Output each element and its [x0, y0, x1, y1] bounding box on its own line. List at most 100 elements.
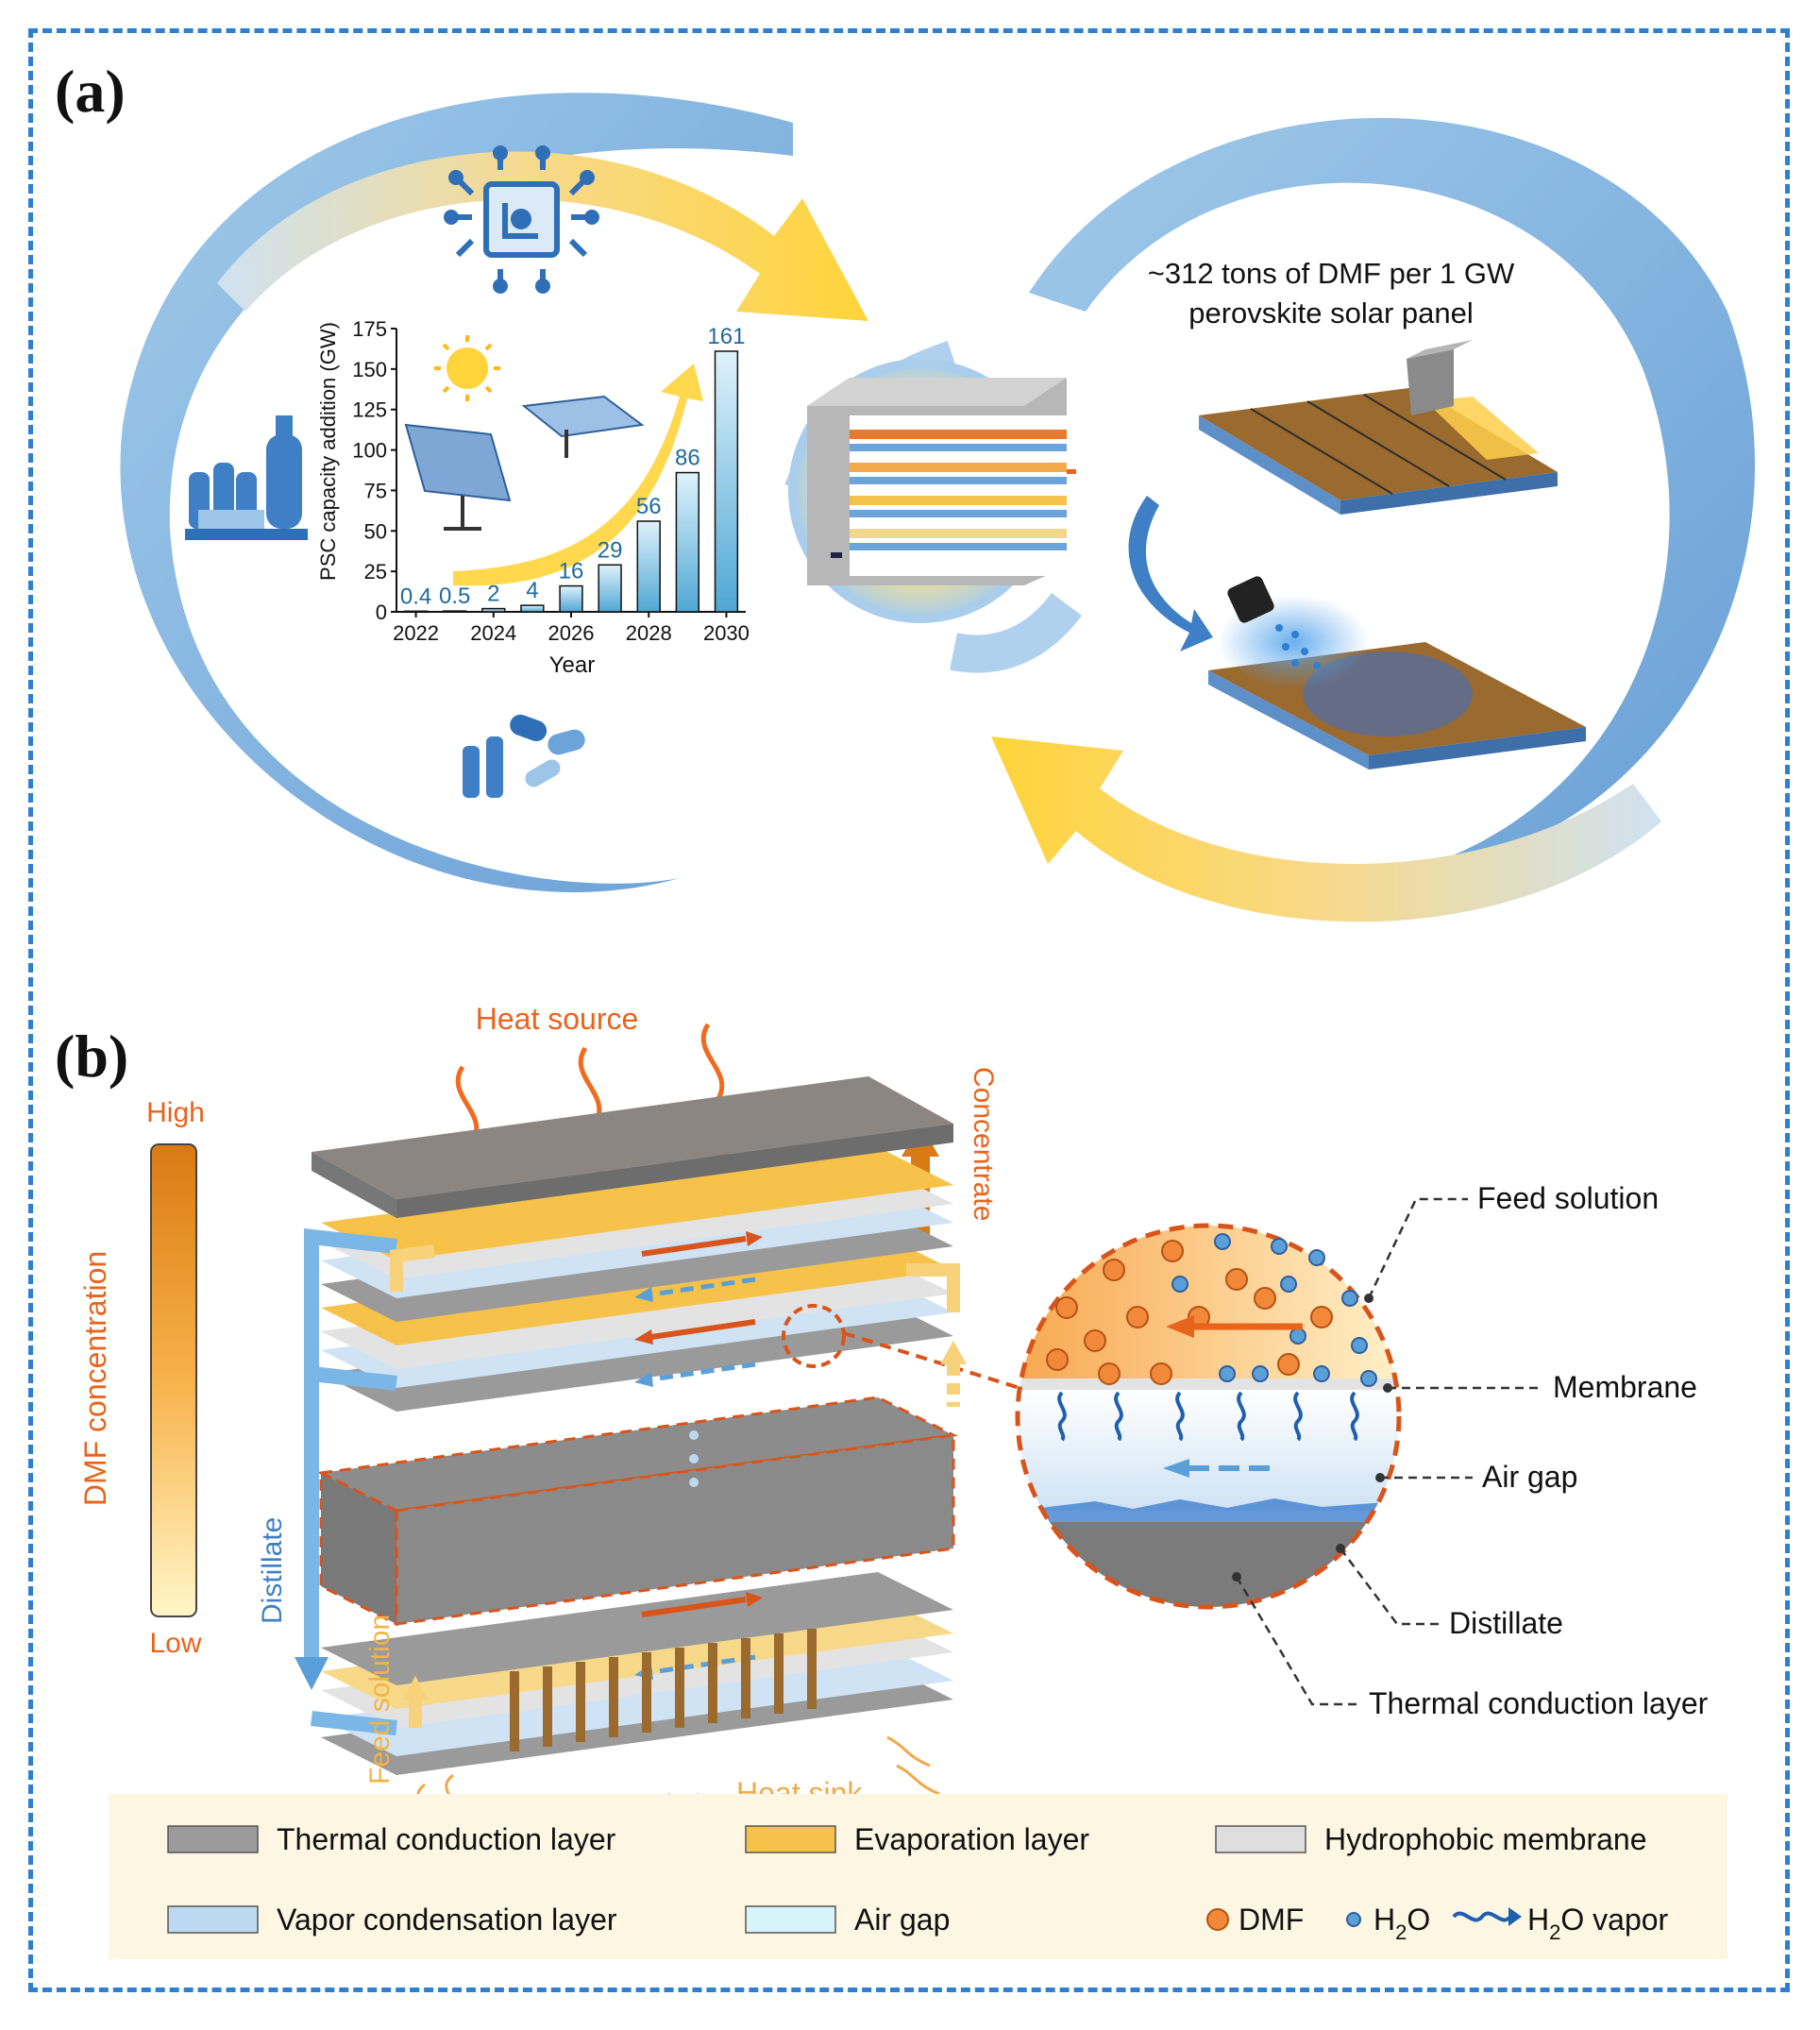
callout-feed-solution: Feed solution — [1477, 1181, 1659, 1215]
perovskite-panel-bottom — [1208, 595, 1586, 770]
chip-icon — [444, 145, 599, 294]
chart-value-label: 29 — [598, 537, 623, 563]
callout-thermal-layer: Thermal conduction layer — [1369, 1686, 1709, 1720]
legend-label: Vapor condensation layer — [277, 1903, 617, 1937]
chemical-plant-icon — [185, 415, 308, 540]
feed-pipe — [390, 1244, 960, 1728]
feed-arrowhead — [402, 1676, 429, 1700]
legend-dmf-label: DMF — [1239, 1903, 1304, 1937]
chart-value-label: 2 — [487, 582, 499, 607]
process-curved-arrow — [1128, 496, 1213, 651]
legend-h2o-label: H2O — [1373, 1903, 1430, 1944]
callout-air-gap: Air gap — [1482, 1460, 1577, 1494]
zoom-callouts — [1235, 1197, 1543, 1706]
chart-bar — [598, 564, 622, 613]
distillation-device-icon — [788, 359, 1076, 623]
legend-vapor-sub: 2 — [1549, 1920, 1560, 1944]
feed-flow-label: Feed solution — [364, 1615, 396, 1785]
legend-swatch — [1215, 1825, 1306, 1853]
legend-h2o-marker — [1346, 1912, 1361, 1927]
chart-ytick-label: 100 — [352, 439, 387, 463]
legend-vapor-marker — [1452, 1911, 1512, 1922]
legend-h2o-main: H — [1373, 1903, 1395, 1937]
callout-membrane: Membrane — [1553, 1370, 1697, 1404]
panel-a-label: (a) — [55, 58, 126, 125]
figure-frame — [28, 28, 1790, 1992]
legend-vapor-label: H2O vapor — [1527, 1903, 1669, 1944]
legend-dmf-marker — [1206, 1908, 1229, 1931]
legend-swatch — [745, 1905, 836, 1934]
chart-value-label: 4 — [526, 578, 538, 603]
chart-xtick-label: 2030 — [703, 621, 750, 645]
spray-nozzle-icon — [1227, 576, 1321, 669]
chart-ytick-label: 150 — [352, 358, 387, 381]
legend-h2o-tail: O — [1407, 1903, 1430, 1937]
chart-value-label: 0.4 — [400, 584, 431, 609]
legend-molecules: DMF H2O H2O vapor — [1206, 1903, 1669, 1944]
heat-source-label: Heat source — [476, 1002, 639, 1036]
psc-capacity-chart: 0.4 0.5 2 4 16 29 56 86 161 0 25 50 75 100 125 150 175 2… — [316, 317, 750, 678]
chart-ytick-label: 50 — [364, 519, 387, 543]
scale-title: DMF concentration — [78, 1251, 112, 1506]
scale-high-label: High — [146, 1097, 205, 1128]
chart-bar — [675, 471, 700, 613]
feed-arrowhead-right — [940, 1341, 967, 1364]
chart-value-label: 56 — [636, 494, 662, 519]
perovskite-panel-top — [1199, 387, 1558, 515]
chart-bar — [559, 584, 583, 613]
chart-ytick-label: 0 — [376, 601, 387, 624]
chart-xlabel: Year — [549, 652, 596, 678]
chart-bar — [442, 610, 467, 613]
legend-swatch — [167, 1825, 259, 1853]
concentration-scale-bar — [150, 1143, 197, 1617]
chart-ytick-label: 175 — [352, 317, 387, 341]
legend-label: Thermal conduction layer — [277, 1822, 616, 1856]
chart-ticks: 0 25 50 75 100 125 150 175 2022 2024 2026 2028 2030 — [352, 317, 750, 645]
chart-xtick-label: 2028 — [626, 621, 672, 645]
chart-ytick-label: 25 — [364, 560, 387, 584]
distillate-pipe — [304, 1228, 397, 1735]
chart-xtick-label: 2022 — [393, 621, 439, 645]
dmf-note-line2: perovskite solar panel — [1188, 296, 1474, 330]
chart-value-label: 0.5 — [439, 584, 470, 609]
solar-panel-icon — [404, 395, 645, 531]
chart-value-label: 161 — [707, 324, 745, 349]
chart-bar — [481, 607, 506, 613]
sun-icon — [434, 335, 500, 401]
chart-ytick-label: 125 — [352, 398, 387, 422]
legend-vapor-main: H — [1527, 1903, 1549, 1937]
coating-head-icon — [1407, 340, 1473, 415]
chart-ytick-label: 75 — [364, 479, 387, 502]
chart-bar — [636, 520, 661, 613]
legend-h2o-sub: 2 — [1395, 1920, 1407, 1944]
chart-bar — [714, 350, 739, 613]
legend-swatch — [167, 1905, 259, 1934]
chart-bars: 0.4 0.5 2 4 16 29 56 86 161 — [400, 324, 745, 614]
chart-xtick-label: 2026 — [548, 621, 595, 645]
distillate-flow-label: Distillate — [257, 1517, 288, 1624]
callout-distillate: Distillate — [1449, 1606, 1563, 1640]
bottom-yellow-arrow — [991, 736, 1661, 922]
chart-value-label: 16 — [559, 559, 584, 584]
legend-label: Evaporation layer — [854, 1822, 1089, 1856]
growth-arrow — [453, 364, 703, 586]
scale-low-label: Low — [149, 1628, 201, 1659]
pharma-icon — [463, 714, 585, 798]
top-yellow-arrow — [217, 151, 868, 321]
legend-swatch — [745, 1825, 836, 1853]
right-connector-arc — [950, 592, 1082, 673]
distillate-arrowhead — [295, 1657, 329, 1690]
panel-b-label: (b) — [55, 1023, 128, 1090]
legend-label: Hydrophobic membrane — [1324, 1822, 1647, 1856]
concentrate-label: Concentrate — [968, 1067, 999, 1221]
chart-ylabel: PSC capacity addition (GW) — [316, 322, 340, 581]
zoom-detail — [1015, 1223, 1402, 1610]
legend: Thermal conduction layer Evaporation laye… — [109, 1794, 1727, 1959]
chart-value-label: 86 — [675, 446, 700, 471]
membrane-stack — [312, 1076, 1020, 1775]
dmf-note-line1: ~312 tons of DMF per 1 GW — [1148, 257, 1515, 290]
chart-xtick-label: 2024 — [470, 621, 516, 645]
legend-label: Air gap — [854, 1903, 950, 1937]
chart-bar — [520, 604, 545, 613]
